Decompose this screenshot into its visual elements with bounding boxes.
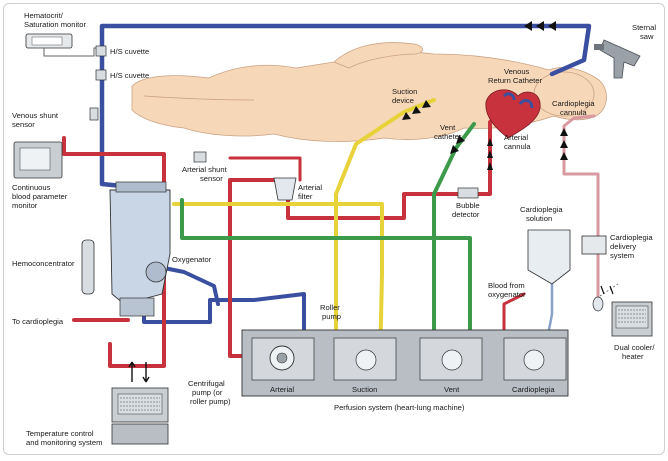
bubble-detector — [457, 187, 479, 199]
patient-body — [131, 42, 607, 142]
label-roller-pump-1: Roller — [320, 303, 340, 312]
label-vent-catheter-1: Vent — [440, 123, 456, 132]
arterial-tubing — [228, 112, 506, 358]
label-temperature-1: Temperature control — [26, 429, 94, 438]
hematocrit-monitor — [25, 33, 102, 57]
hemoconcentrator — [81, 239, 95, 295]
label-arterial-filter-2: filter — [298, 192, 313, 201]
label-hematocrit-2: Saturation monitor — [24, 20, 87, 29]
temperature-control-unit — [111, 387, 169, 445]
label-cardioplegia-delivery-3: system — [610, 251, 634, 260]
label-venous-return-1: Venous — [504, 67, 530, 76]
label-centrifugal-1: Centrifugal — [188, 379, 225, 388]
roller-pump-vent — [441, 349, 463, 371]
label-hs-cuvette-1: H/S cuvette — [110, 47, 149, 56]
label-roller-pump-2: pump — [322, 312, 341, 321]
label-pump-arterial: Arterial — [270, 385, 294, 394]
label-dual-cooler-2: heater — [622, 352, 644, 361]
hs-cuvette-1 — [95, 45, 107, 57]
label-sternal-saw-2: saw — [640, 32, 654, 41]
monitor-icon — [13, 141, 63, 179]
label-cardioplegia-cannula-1: Cardioplegia — [552, 99, 595, 108]
label-pump-cardioplegia: Cardioplegia — [512, 385, 555, 394]
label-temperature-2: and monitoring system — [26, 438, 102, 447]
label-hemoconcentrator: Hemoconcentrator — [12, 259, 75, 268]
label-perfusion-system: Perfusion system (heart-lung machine) — [334, 403, 465, 412]
label-hs-cuvette-2: H/S cuvette — [110, 71, 149, 80]
label-suction-device-2: device — [392, 96, 414, 105]
label-blood-param-2: blood parameter — [12, 192, 68, 201]
sternal-saw-icon — [594, 39, 641, 79]
venous-return-tubing — [99, 23, 592, 189]
label-cardioplegia-delivery-1: Cardioplegia — [610, 233, 653, 242]
venous-shunt-sensor — [89, 107, 99, 121]
label-hematocrit-1: Hematocrit/ — [24, 11, 64, 20]
label-bubble-detector-2: detector — [452, 210, 480, 219]
arterial-filter — [273, 177, 297, 201]
label-venous-shunt-2: sensor — [12, 120, 35, 129]
label-bubble-detector-1: Bubble — [456, 201, 480, 210]
label-arterial-cannula-2: cannula — [504, 142, 531, 151]
label-arterial-filter-1: Arterial — [298, 183, 322, 192]
label-sternal-saw-1: Sternal — [632, 23, 656, 32]
flow-arrows — [402, 21, 568, 170]
label-blood-from-oxy-1: Blood from — [488, 281, 525, 290]
label-to-cardioplegia: To cardioplegia — [12, 317, 64, 326]
label-pump-vent: Vent — [444, 385, 460, 394]
label-blood-param-1: Continuous — [12, 183, 51, 192]
iv-bag-icon — [527, 229, 571, 285]
label-venous-return-2: Return Catheter — [488, 76, 542, 85]
heater-icon — [611, 301, 653, 337]
cardioplegia-tubing — [562, 114, 600, 300]
perfusion-console — [241, 329, 569, 397]
label-suction-device-1: Suction — [392, 87, 417, 96]
label-cardioplegia-delivery-2: delivery — [610, 242, 636, 251]
label-centrifugal-2: pump (or — [192, 388, 223, 397]
roller-pump-cardioplegia — [523, 349, 545, 371]
label-arterial-cannula-1: Arterial — [504, 133, 528, 142]
heart-lung-machine-diagram: Hematocrit/ Saturation monitor H/S cuvet… — [12, 11, 656, 447]
heart-icon — [485, 89, 541, 139]
arterial-shunt-sensor — [193, 151, 207, 163]
label-oxygenator: Oxygenator — [172, 255, 212, 264]
diagram-frame: Hematocrit/ Saturation monitor H/S cuvet… — [3, 3, 665, 455]
label-cardioplegia-solution-1: Cardioplegia — [520, 205, 563, 214]
label-dual-cooler-1: Dual cooler/ — [614, 343, 655, 352]
label-venous-shunt-1: Venous shunt — [12, 111, 59, 120]
roller-pump-suction — [355, 349, 377, 371]
label-blood-param-3: monitor — [12, 201, 38, 210]
label-centrifugal-3: roller pump) — [190, 397, 231, 406]
label-blood-from-oxy-2: oxygenator — [488, 290, 526, 299]
cardioplegia-delivery-system — [581, 235, 607, 255]
label-arterial-shunt-1: Arterial shunt — [182, 165, 228, 174]
label-vent-catheter-2: catheter — [434, 132, 462, 141]
label-cardioplegia-cannula-2: cannula — [560, 108, 587, 117]
hs-cuvette-2 — [95, 69, 107, 81]
label-pump-suction: Suction — [352, 385, 377, 394]
label-cardioplegia-solution-2: solution — [526, 214, 552, 223]
label-arterial-shunt-2: sensor — [200, 174, 223, 183]
oxygenator-reservoir — [109, 181, 171, 317]
venous-outlet-tubing — [142, 292, 306, 336]
